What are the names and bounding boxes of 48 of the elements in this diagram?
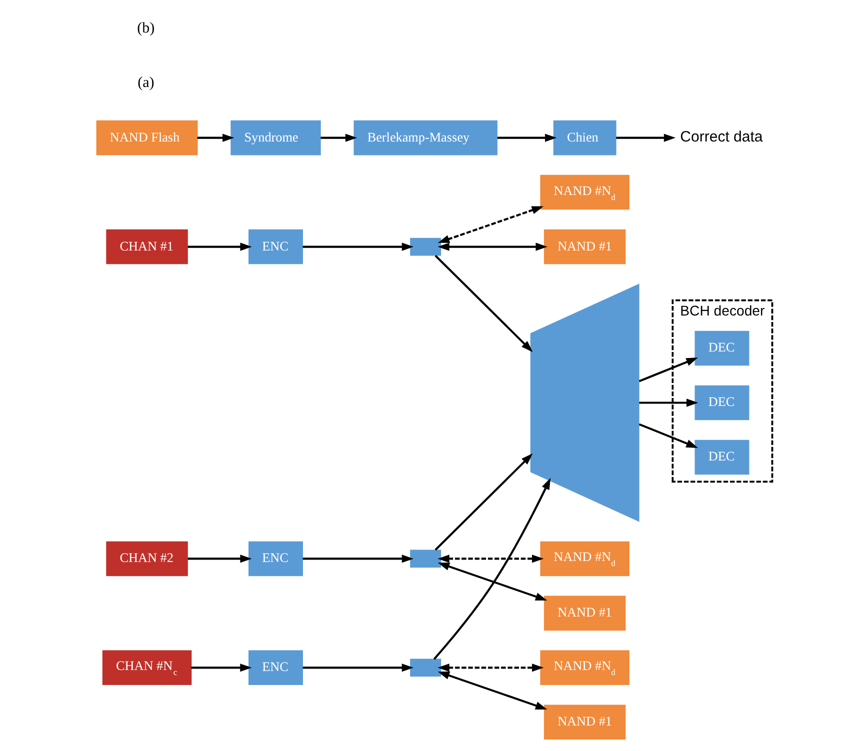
arrow	[302, 242, 414, 251]
node-box: NAND #1	[543, 704, 626, 740]
arrow	[437, 554, 544, 563]
node-box: Syndrome	[230, 120, 320, 156]
arrow	[638, 423, 698, 448]
arrow	[437, 206, 544, 243]
node-box: NAND #N$_{d}$	[540, 174, 629, 210]
arrow	[320, 134, 357, 142]
node-trapezoid	[530, 284, 639, 522]
node-bar	[410, 658, 441, 677]
node-box: CHAN #N$_{c}$	[102, 650, 192, 686]
arrow	[187, 554, 252, 563]
node-text: Correct data	[680, 128, 762, 146]
arrow	[434, 254, 532, 352]
node-box: CHAN #1	[106, 229, 188, 264]
arrow	[302, 664, 414, 672]
arrow	[437, 672, 547, 710]
node-box: NAND Flash	[96, 120, 198, 156]
arrow	[190, 664, 252, 672]
node-box: DEC	[694, 385, 749, 420]
arrow	[437, 664, 544, 672]
node-box: CHAN #2	[106, 541, 188, 576]
node-box: NAND #1	[543, 596, 626, 631]
label: (a)	[137, 74, 154, 91]
arrow	[302, 554, 414, 563]
arrow	[496, 134, 556, 142]
node-box: NAND #N$_{d}$	[540, 650, 629, 686]
node-box: Chien	[552, 120, 616, 156]
node-box: ENC	[248, 650, 302, 686]
arrow	[638, 358, 698, 382]
arrow	[434, 453, 532, 551]
node-bar	[410, 238, 441, 256]
arrow	[616, 134, 676, 142]
label: (b)	[136, 20, 154, 36]
node-box: ENC	[248, 541, 302, 576]
arrow	[196, 134, 234, 142]
node-box: NAND #N$_{d}$	[540, 541, 629, 576]
node-box: DEC	[694, 330, 749, 366]
node-box: NAND #1	[543, 229, 626, 264]
arrow	[432, 478, 550, 660]
node-bar	[410, 550, 441, 568]
node-box: Berlekamp-Massey	[353, 120, 497, 156]
node-box: DEC	[694, 440, 749, 475]
arrow	[437, 242, 547, 251]
arrow	[437, 562, 547, 601]
arrow	[187, 242, 252, 251]
node-box: ENC	[248, 229, 302, 264]
arrow	[638, 398, 698, 407]
